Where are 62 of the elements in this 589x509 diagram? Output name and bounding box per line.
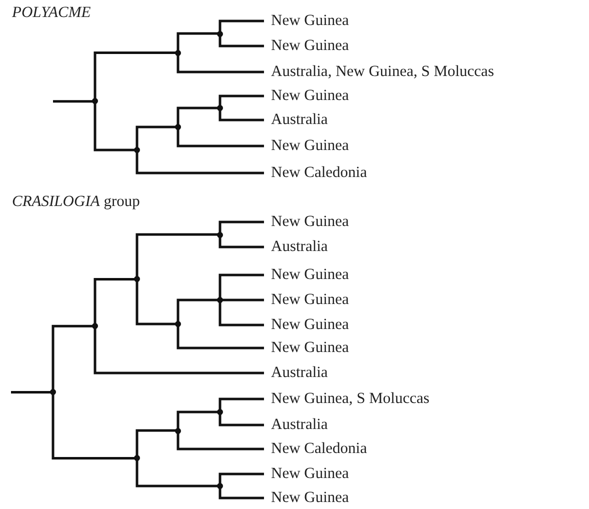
taxon-distribution-label: New Guinea [271, 490, 349, 506]
branch-point [217, 483, 223, 489]
branch-point [134, 276, 140, 282]
branch-line [176, 410, 219, 430]
branch-line [176, 127, 264, 148]
branch-line [218, 220, 264, 234]
branch-point [217, 30, 223, 36]
taxon-distribution-label: New Guinea [271, 138, 349, 154]
taxon-distribution-label: New Caledonia [271, 441, 367, 457]
taxon-distribution-label: New Guinea [271, 292, 349, 308]
taxon-distribution-label: New Guinea [271, 13, 349, 29]
taxon-distribution-label: Australia [271, 239, 328, 255]
taxon-distribution-label: New Caledonia [271, 165, 367, 181]
branch-line [218, 94, 264, 108]
branch-point [92, 323, 98, 330]
branch-line [53, 100, 94, 103]
clade-title: POLYACME [12, 3, 91, 22]
branch-point [134, 147, 140, 153]
taxon-distribution-label: Australia, New Guinea, S Moluccas [271, 64, 494, 80]
taxon-distribution-label: Australia [271, 417, 328, 433]
branch-point [175, 321, 181, 327]
branch-point [217, 409, 223, 415]
branch-point [92, 98, 98, 104]
branch-line [136, 458, 219, 488]
branch-line [176, 324, 264, 350]
branch-line [176, 32, 219, 53]
branch-line [218, 300, 264, 326]
branch-line [218, 398, 264, 412]
branch-point [217, 232, 223, 238]
taxon-distribution-label: New Guinea [271, 267, 349, 283]
branch-line [11, 390, 52, 394]
branch-point [134, 455, 140, 462]
branch-line [136, 126, 177, 150]
branch-point [217, 105, 223, 111]
branch-point [50, 389, 56, 396]
taxon-distribution-label: New Guinea [271, 88, 349, 104]
branch-line [94, 326, 264, 374]
branch-line [136, 279, 177, 326]
branch-line [176, 298, 219, 324]
branch-line [218, 472, 264, 486]
branch-point [217, 297, 223, 303]
branch-line [218, 486, 264, 500]
branch-line [52, 392, 136, 460]
taxon-distribution-label: New Guinea [271, 317, 349, 333]
branch-line [218, 274, 264, 300]
branch-point [175, 124, 181, 130]
taxon-distribution-label: Australia [271, 112, 328, 128]
branch-line [136, 150, 264, 174]
clade-title: CRASILOGIA group [12, 192, 140, 212]
branch-line [94, 101, 136, 152]
branch-line [218, 412, 264, 426]
branch-point [175, 428, 181, 434]
taxon-distribution-label: New Guinea [271, 466, 349, 482]
taxon-distribution-label: New Guinea [271, 38, 349, 54]
branch-point [175, 50, 181, 56]
taxon-distribution-label: New Guinea [271, 214, 349, 230]
branch-line [218, 20, 264, 34]
taxon-distribution-label: New Guinea [271, 340, 349, 356]
taxon-distribution-label: New Guinea, S Moluccas [271, 391, 430, 407]
branch-line [218, 108, 264, 122]
branch-line [176, 106, 219, 127]
taxon-distribution-label: Australia [271, 365, 328, 381]
